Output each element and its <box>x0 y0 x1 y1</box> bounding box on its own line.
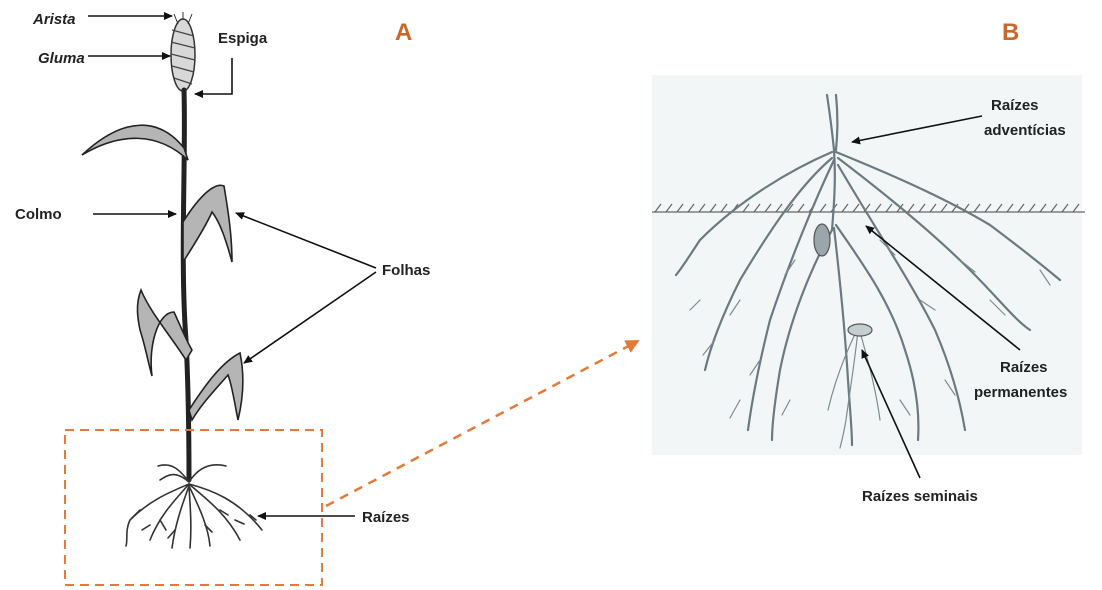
label-permanentes-1: Raízes <box>1000 359 1048 376</box>
label-colmo: Colmo <box>15 206 62 223</box>
leaf-top <box>82 125 188 160</box>
arrow-folhas-lower <box>244 272 376 363</box>
panel-a: A Ari <box>15 11 430 585</box>
leaf-lower <box>189 353 243 420</box>
label-gluma: Gluma <box>38 50 85 67</box>
panel-b: B <box>652 19 1085 505</box>
spike-illustration <box>171 12 195 91</box>
label-adventicias-2: adventícias <box>984 122 1066 139</box>
label-arista: Arista <box>32 11 76 28</box>
label-espiga: Espiga <box>218 30 268 47</box>
dashed-orange-arrow-icon <box>326 341 638 506</box>
panel-a-letter: A <box>395 19 412 46</box>
label-permanentes-2: permanentes <box>974 384 1067 401</box>
label-adventicias-1: Raízes <box>991 97 1039 114</box>
panel-b-letter: B <box>1002 19 1019 46</box>
arrow-espiga <box>195 58 232 94</box>
leaves-illustration <box>82 125 243 420</box>
label-seminais: Raízes seminais <box>862 488 978 505</box>
leaf-upper <box>183 185 232 262</box>
label-raizes: Raízes <box>362 509 410 526</box>
zoom-box <box>65 430 322 585</box>
roots-illustration-a <box>126 465 262 548</box>
arrow-folhas-upper <box>236 213 376 268</box>
label-folhas: Folhas <box>382 262 430 279</box>
